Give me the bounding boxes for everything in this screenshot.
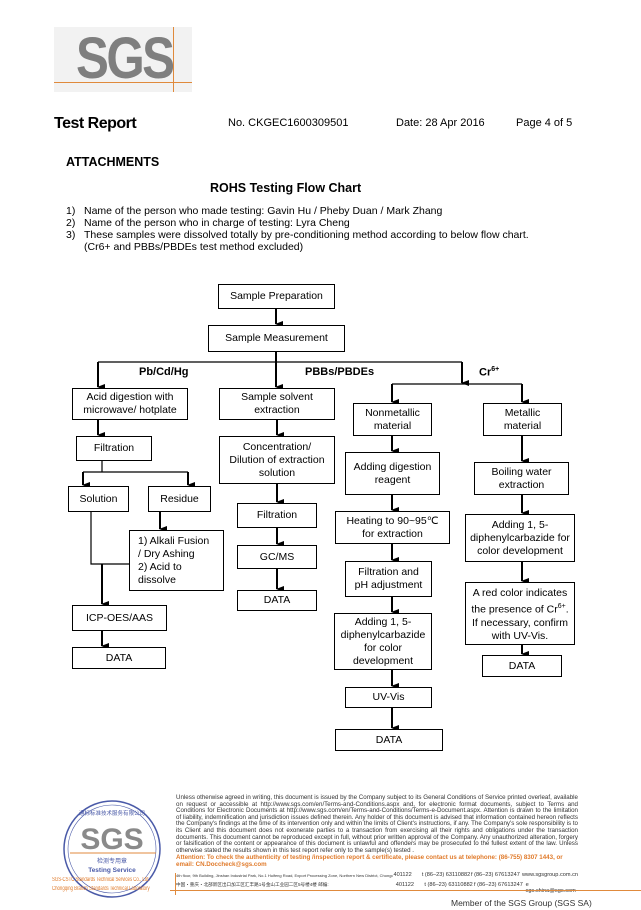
branch-label-pb: Pb/Cd/Hg [139,366,189,378]
branch-label-cr: Cr6+ [479,366,499,379]
disclaimer: Unless otherwise agreed in writing, this… [176,794,578,854]
red-color-text: A red color indicates the presence of Cr [471,587,568,616]
sample-preparation-box: Sample Preparation [218,284,335,309]
address-cn: 中国・重庆・北部新区出口加工区汇丰路1号金山工业园二区5号楼4楼 邮编: 401… [176,882,578,894]
report-title: Test Report [54,115,137,132]
fax: f (86–23) 67613247 [474,882,523,889]
flow-chart-title: ROHS Testing Flow Chart [210,181,362,195]
address-text: 4th floor, 9th Building, Jinshan Industr… [176,873,394,879]
stamp-seal-icon: SGS 检测专用章 Testing Service 通标标准技术服务有限公司 [63,800,161,898]
telephone: t (86–23) 63110882 [421,872,471,879]
logo-text: SGS [76,26,175,91]
logo-line [173,27,174,92]
heating-box: Heating to 90~95℃ for extraction [335,511,450,544]
report-number: No. CKGEC1600309501 [228,117,349,129]
filtration-box: Filtration [76,436,152,461]
arrows [82,309,529,731]
data-box: DATA [72,647,166,669]
data-box: DATA [482,655,562,677]
data-box: DATA [335,729,443,751]
email: e sgs.china@sgs.com [525,882,576,895]
nonmetallic-material-box: Nonmetallic material [353,403,432,436]
postcode: 401122 [393,872,412,879]
telephone: t (86–23) 63110882 [424,882,473,889]
testing-service-stamp: SGS 检测专用章 Testing Service 通标标准技术服务有限公司 S… [52,797,168,903]
page-number: Page 4 of 5 [516,117,573,129]
note-text: (Cr6+ and PBBs/PBDEs test method exclude… [84,241,304,253]
note-number: 2) [66,217,76,229]
postcode: 401122 [395,882,414,889]
note-item: 2) Name of the person who in charge of te… [66,217,529,229]
stamp-mid-text: 检测专用章 [97,857,127,865]
report-date: Date: 28 Apr 2016 [396,117,485,129]
note-number: 3) [66,229,76,241]
fax: f (86–23) 67613247 [470,872,520,879]
icp-oes-aas-box: ICP-OES/AAS [72,605,167,631]
red-color-box: A red color indicates the presence of Cr… [465,582,575,645]
stamp-top-text: 通标标准技术服务有限公司 [79,809,145,817]
acid-digestion-box: Acid digestion with microwave/ hotplate [72,388,188,420]
note-item: 1) Name of the person who made testing: G… [66,205,529,217]
digestion-reagent-box: Adding digestion reagent [345,452,440,495]
footer-divider [175,873,176,895]
data-box: DATA [237,590,317,611]
logo-line [54,82,192,83]
note-item: (Cr6+ and PBBs/PBDEs test method exclude… [66,241,529,253]
filtration-box: Filtration [237,503,317,528]
footer-divider [170,890,641,891]
branch-label-cr-text: Cr [479,366,492,379]
red-color-sup: 6+ [557,603,566,610]
website: www.sgsgroup.com.cn [522,872,578,879]
note-text: Name of the person who made testing: Gav… [84,205,443,217]
address-text: 中国・重庆・北部新区出口加工区汇丰路1号金山工业园二区5号楼4楼 邮编: [176,882,329,888]
stamp-service-text: Testing Service [88,867,136,874]
residue-box: Residue [148,486,211,512]
metallic-material-box: Metallic material [483,403,562,436]
notes-list: 1) Name of the person who made testing: G… [66,205,529,253]
gc-ms-box: GC/MS [237,545,317,569]
sample-measurement-box: Sample Measurement [208,325,345,352]
red-color-text: . If necessary, confirm with UV-Vis. [471,603,569,642]
note-text: These samples were dissolved totally by … [84,229,529,241]
branch-label-pbb: PBBs/PBDEs [305,366,375,378]
concentration-box: Concentration/ Dilution of extraction so… [219,436,335,484]
stamp-company-line: SGS-CSTC Standards Technical Services Co… [52,877,150,883]
branch-label-cr-sup: 6+ [491,366,500,373]
note-item: 3) These samples were dissolved totally b… [66,229,529,241]
uv-vis-box: UV-Vis [345,687,432,708]
footer: Unless otherwise agreed in writing, this… [176,794,578,894]
stamp-logo-text: SGS [80,823,143,856]
member-text: Member of the SGS Group (SGS SA) [451,898,592,908]
section-heading: ATTACHMENTS [66,155,160,169]
sgs-logo: SGS [54,26,192,92]
solution-box: Solution [68,486,129,512]
solvent-extraction-box: Sample solvent extraction [219,388,335,420]
filtration-ph-box: Filtration and pH adjustment [345,561,432,597]
note-text: Name of the person who in charge of test… [84,217,350,229]
alkali-fusion-box: 1) Alkali Fusion / Dry Ashing 2) Acid to… [129,530,224,591]
address-en: 4th floor, 9th Building, Jinshan Industr… [176,872,578,879]
note-number: 1) [66,205,76,217]
authenticity-notice: Attention: To check the authenticity of … [176,854,563,869]
diphenylcarbazide-box: Adding 1, 5- diphenylcarbazide for color… [334,613,432,670]
stamp-lab-line: Chongqing Branch Standards Technical Lab… [52,886,150,892]
diphenylcarbazide-box: Adding 1, 5- diphenylcarbazide for color… [465,514,575,562]
boiling-water-box: Boiling water extraction [474,462,569,495]
